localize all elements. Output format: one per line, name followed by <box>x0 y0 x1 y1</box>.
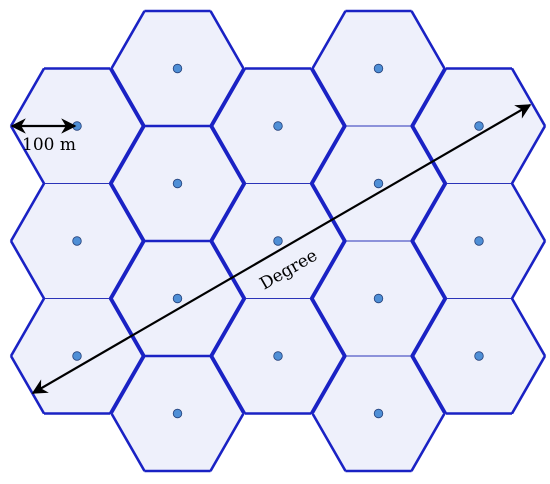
degree-arrow <box>31 104 532 394</box>
base-station-dot <box>172 293 183 304</box>
base-station-dot <box>474 351 484 361</box>
base-station-dot <box>273 121 283 131</box>
base-station-dot <box>373 63 384 74</box>
base-station-dot <box>172 178 183 189</box>
base-station-dot <box>474 236 484 246</box>
base-station-dot <box>373 293 384 304</box>
base-station-dot <box>273 236 283 246</box>
base-station-dot <box>172 63 183 74</box>
base-station-dot <box>373 178 384 189</box>
base-station-dot <box>72 236 82 246</box>
base-station-dot <box>273 351 283 361</box>
base-station-dot <box>72 351 82 361</box>
base-station-dot <box>172 408 183 419</box>
base-station-dot <box>474 121 484 131</box>
radius-label: 100 m <box>22 135 76 155</box>
base-station-dot <box>373 408 384 419</box>
